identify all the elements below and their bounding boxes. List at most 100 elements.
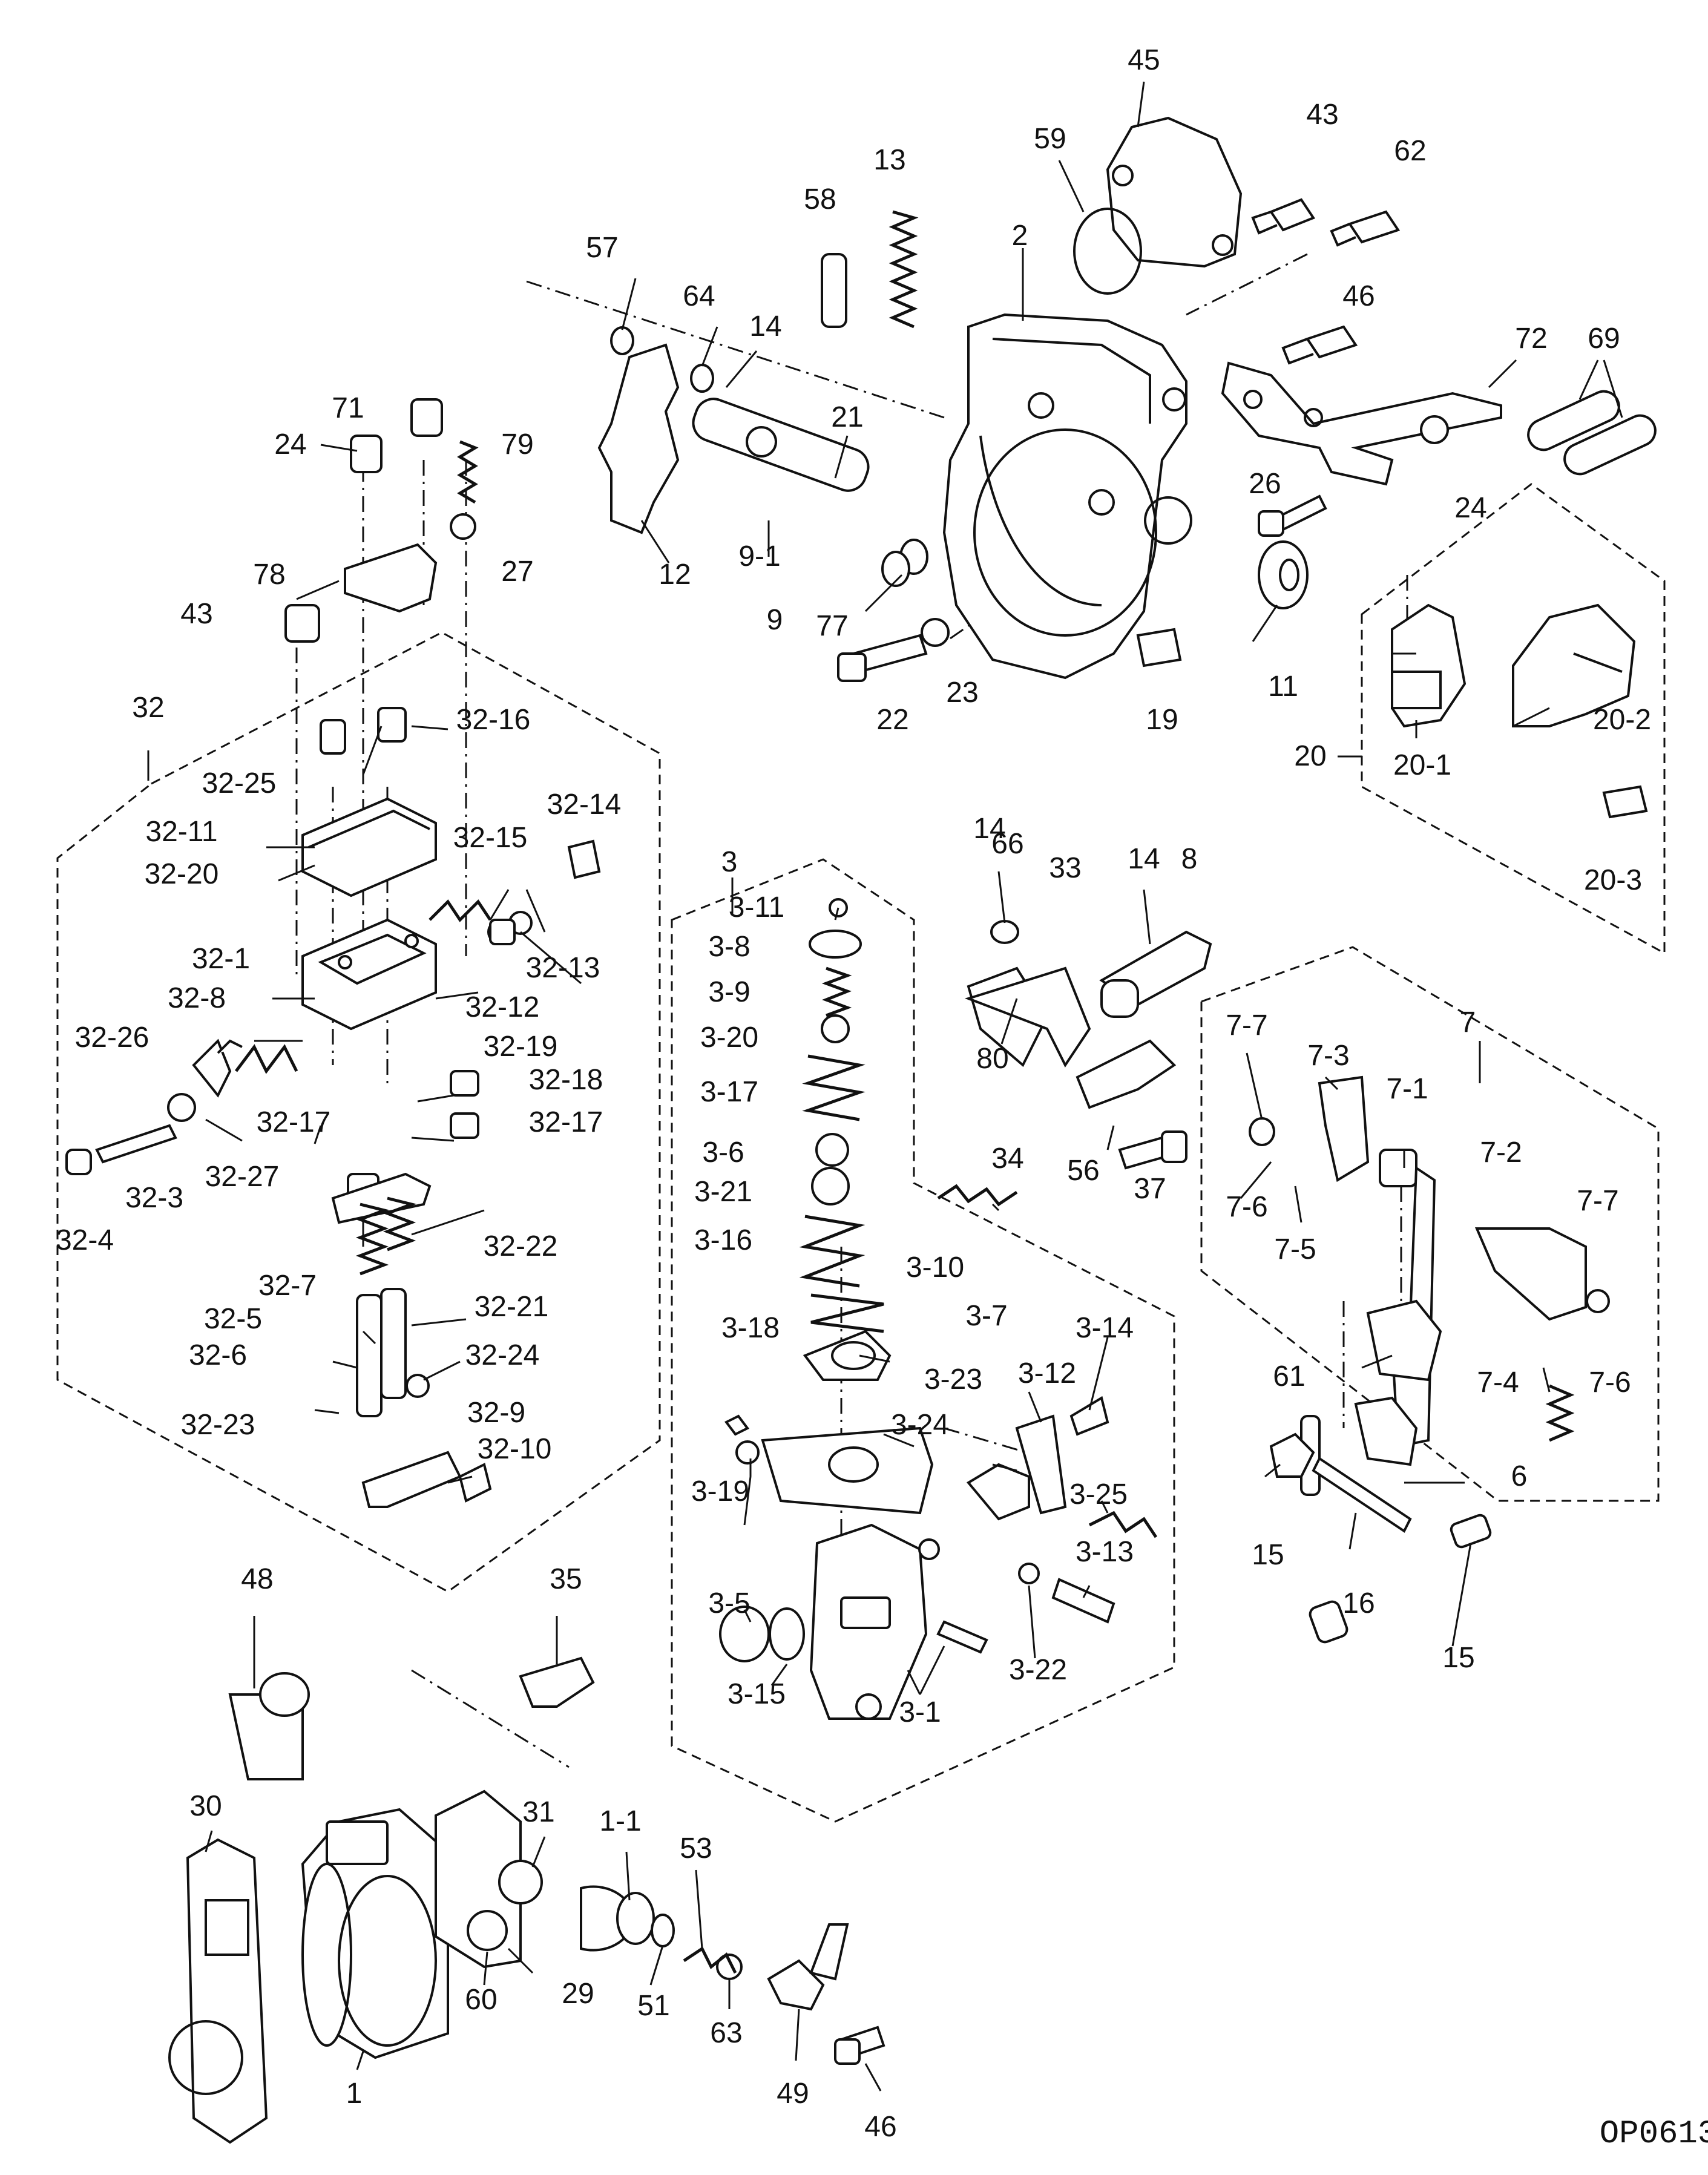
label-11: 11	[1268, 671, 1298, 703]
label-43: 43	[1306, 99, 1338, 131]
label-51: 51	[637, 1990, 669, 2022]
label-3: 3	[721, 846, 738, 878]
label-32-9: 32-9	[467, 1397, 525, 1429]
label-3-20: 3-20	[700, 1022, 758, 1054]
label-32-6: 32-6	[189, 1339, 247, 1371]
label-32-23: 32-23	[181, 1409, 255, 1441]
label-69: 69	[1588, 323, 1620, 355]
group-boundaries	[56, 483, 1666, 1823]
label-77: 77	[816, 610, 848, 642]
label-14-mid-right: 14	[1128, 843, 1160, 875]
label-24-left: 24	[274, 428, 306, 461]
label-3-25: 3-25	[1069, 1478, 1128, 1511]
label-79: 79	[501, 428, 533, 461]
label-3-1: 3-1	[899, 1696, 941, 1728]
label-32-14: 32-14	[547, 789, 622, 821]
label-9-1: 9-1	[738, 540, 780, 572]
label-32-10: 32-10	[478, 1433, 552, 1465]
label-2: 2	[1012, 220, 1028, 252]
governor-housing	[942, 313, 1192, 680]
label-62: 62	[1394, 135, 1426, 167]
label-3-19: 3-19	[691, 1475, 749, 1507]
springs	[235, 210, 1575, 1974]
label-1-1: 1-1	[599, 1805, 641, 1837]
label-32-8: 32-8	[168, 982, 226, 1014]
label-64: 64	[683, 280, 715, 312]
label-6: 6	[1511, 1460, 1528, 1492]
label-48: 48	[241, 1563, 273, 1595]
label-32: 32	[132, 692, 164, 724]
label-32-7: 32-7	[258, 1270, 317, 1302]
label-32-18: 32-18	[529, 1064, 603, 1096]
label-3-12: 3-12	[1018, 1357, 1076, 1389]
label-24-right: 24	[1454, 492, 1486, 524]
label-32-20: 32-20	[145, 858, 219, 890]
label-32-19: 32-19	[484, 1031, 558, 1063]
label-3-16: 3-16	[694, 1224, 752, 1256]
label-34: 34	[991, 1143, 1023, 1175]
label-7-6-left: 7-6	[1226, 1191, 1267, 1223]
label-7-2: 7-2	[1480, 1137, 1522, 1169]
label-33: 33	[1049, 852, 1081, 884]
label-3-8: 3-8	[708, 931, 750, 963]
label-32-26: 32-26	[75, 1022, 149, 1054]
label-32-4: 32-4	[56, 1224, 114, 1256]
label-35: 35	[550, 1563, 582, 1595]
label-1: 1	[346, 2078, 363, 2110]
label-37: 37	[1134, 1173, 1166, 1205]
label-3-10: 3-10	[906, 1252, 964, 1284]
label-32-5: 32-5	[204, 1303, 262, 1335]
label-12: 12	[659, 559, 691, 591]
label-32-21: 32-21	[475, 1291, 549, 1323]
label-32-15: 32-15	[453, 822, 528, 854]
label-20-1: 20-1	[1393, 749, 1451, 781]
label-80: 80	[976, 1043, 1008, 1075]
group-3-boundary	[671, 858, 1175, 1823]
label-3-5: 3-5	[708, 1587, 750, 1619]
label-21: 21	[831, 401, 863, 433]
label-46-top: 46	[1342, 280, 1375, 312]
label-32-27: 32-27	[205, 1161, 280, 1193]
label-60: 60	[465, 1984, 497, 2016]
label-26: 26	[1249, 468, 1281, 500]
label-3-6: 3-6	[702, 1137, 744, 1169]
group-32-boundary	[56, 631, 661, 1593]
label-49: 49	[777, 2078, 809, 2110]
label-32-17-left: 32-17	[257, 1106, 331, 1138]
label-15-right: 15	[1442, 1642, 1474, 1674]
part-shapes	[65, 198, 1657, 2144]
label-13: 13	[873, 144, 905, 176]
label-16: 16	[1342, 1587, 1375, 1619]
label-32-11: 32-11	[145, 816, 217, 848]
label-32-24: 32-24	[465, 1339, 540, 1371]
label-59: 59	[1034, 123, 1066, 155]
label-7-3: 7-3	[1307, 1040, 1349, 1072]
label-7-6-right: 7-6	[1589, 1366, 1631, 1399]
label-7-1: 7-1	[1386, 1073, 1428, 1105]
label-63: 63	[710, 2017, 742, 2049]
drawing-code: OP0613	[1600, 2116, 1708, 2153]
label-9: 9	[767, 604, 783, 636]
label-3-18: 3-18	[721, 1312, 780, 1344]
label-66: 66	[991, 828, 1023, 860]
label-3-22: 3-22	[1009, 1654, 1067, 1686]
label-56: 56	[1067, 1155, 1099, 1187]
label-14-top: 14	[749, 310, 781, 343]
label-3-23: 3-23	[924, 1363, 982, 1396]
label-45: 45	[1128, 44, 1160, 76]
label-20-3: 20-3	[1584, 864, 1642, 896]
label-61: 61	[1273, 1360, 1305, 1393]
label-3-13: 3-13	[1076, 1536, 1134, 1568]
label-3-11: 3-11	[729, 891, 785, 923]
label-14-mid-left: 14	[973, 813, 1005, 845]
label-78: 78	[253, 559, 285, 591]
label-23: 23	[946, 677, 978, 709]
label-8: 8	[1181, 843, 1198, 875]
label-20-2: 20-2	[1593, 704, 1651, 736]
label-43-left: 43	[180, 598, 212, 630]
label-30: 30	[189, 1790, 222, 1822]
label-32-12: 32-12	[465, 991, 540, 1023]
label-32-13: 32-13	[526, 952, 600, 984]
label-57: 57	[586, 232, 618, 264]
